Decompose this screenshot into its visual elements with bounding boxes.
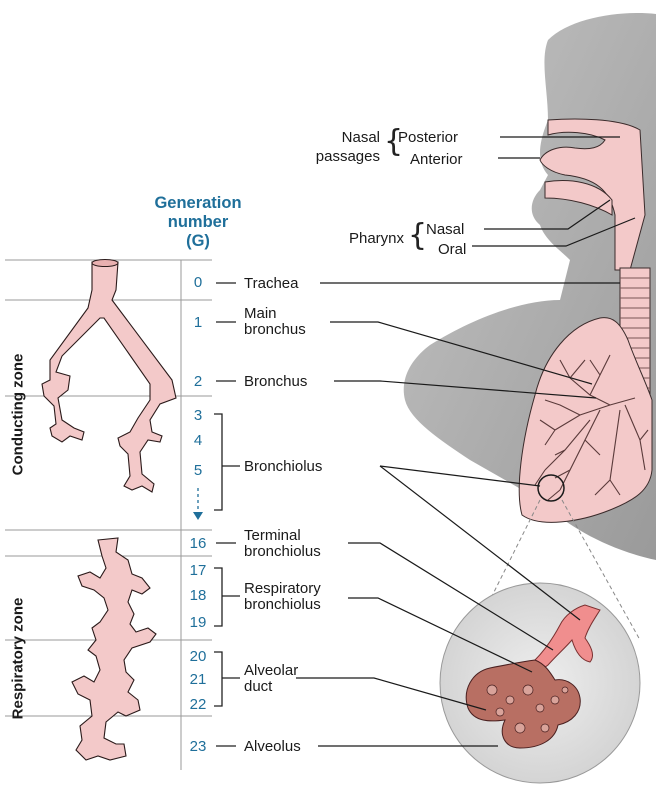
respiratory-airway-tree	[71, 537, 157, 761]
generation-20: 20	[189, 648, 207, 665]
trachea-opening	[91, 259, 119, 267]
label-alveolus: Alveolus	[244, 738, 301, 755]
generation-header-line1: Generation	[154, 194, 242, 212]
label-respiratory-2: bronchiolus	[244, 596, 321, 613]
label-terminal-1: Terminal	[244, 527, 301, 544]
magnified-bronchiole	[532, 604, 601, 670]
label-main-bronchus-1: Main	[244, 305, 277, 322]
generation-17: 17	[189, 562, 207, 579]
generation-header-line3: (G)	[186, 232, 210, 250]
label-anterior: Anterior	[410, 151, 463, 168]
generation-header-line2: number	[167, 213, 229, 231]
nasal-cavity	[539, 118, 646, 271]
label-posterior: Posterior	[398, 129, 459, 146]
label-nasal-passages-2: passages	[315, 148, 380, 165]
label-bronchiolus: Bronchiolus	[244, 458, 323, 475]
lung	[518, 317, 653, 523]
generation-0: 0	[193, 274, 203, 291]
label-terminal-2: bronchiolus	[244, 543, 321, 560]
generation-4: 4	[193, 432, 203, 449]
pharynx-brace: {	[408, 218, 428, 253]
label-alveolar-1: Alveolar	[244, 662, 299, 679]
conducting-airway-tree	[41, 261, 177, 493]
label-alveolar-2: duct	[244, 678, 273, 695]
generation-21: 21	[189, 671, 207, 688]
label-pharynx: Pharynx	[348, 230, 404, 247]
label-pharynx-oral: Oral	[438, 241, 467, 258]
bronchiolus-focus-circle	[537, 474, 565, 502]
label-bronchus: Bronchus	[244, 373, 308, 390]
label-trachea: Trachea	[244, 275, 299, 292]
nasal-passages-brace: {	[384, 124, 404, 159]
generation-19: 19	[189, 614, 207, 631]
generation-23: 23	[189, 738, 207, 755]
label-pharynx-nasal: Nasal	[426, 221, 465, 238]
conducting-zone-label: Conducting zone	[9, 353, 27, 476]
label-main-bronchus-2: bronchus	[244, 321, 306, 338]
label-respiratory-1: Respiratory	[244, 580, 321, 597]
magnified-alveoli	[465, 659, 581, 749]
oral-cavity	[544, 180, 613, 216]
generation-2: 2	[193, 373, 203, 390]
generation-3: 3	[193, 407, 203, 424]
generation-5: 5	[193, 462, 203, 479]
respiratory-zone-label: Respiratory zone	[9, 597, 27, 720]
generation-1: 1	[193, 314, 203, 331]
generation-16: 16	[189, 535, 207, 552]
bronchial-tree	[534, 354, 649, 501]
label-nasal-passages-1: Nasal	[341, 129, 380, 146]
generation-22: 22	[189, 696, 207, 713]
generation-18: 18	[189, 587, 207, 604]
